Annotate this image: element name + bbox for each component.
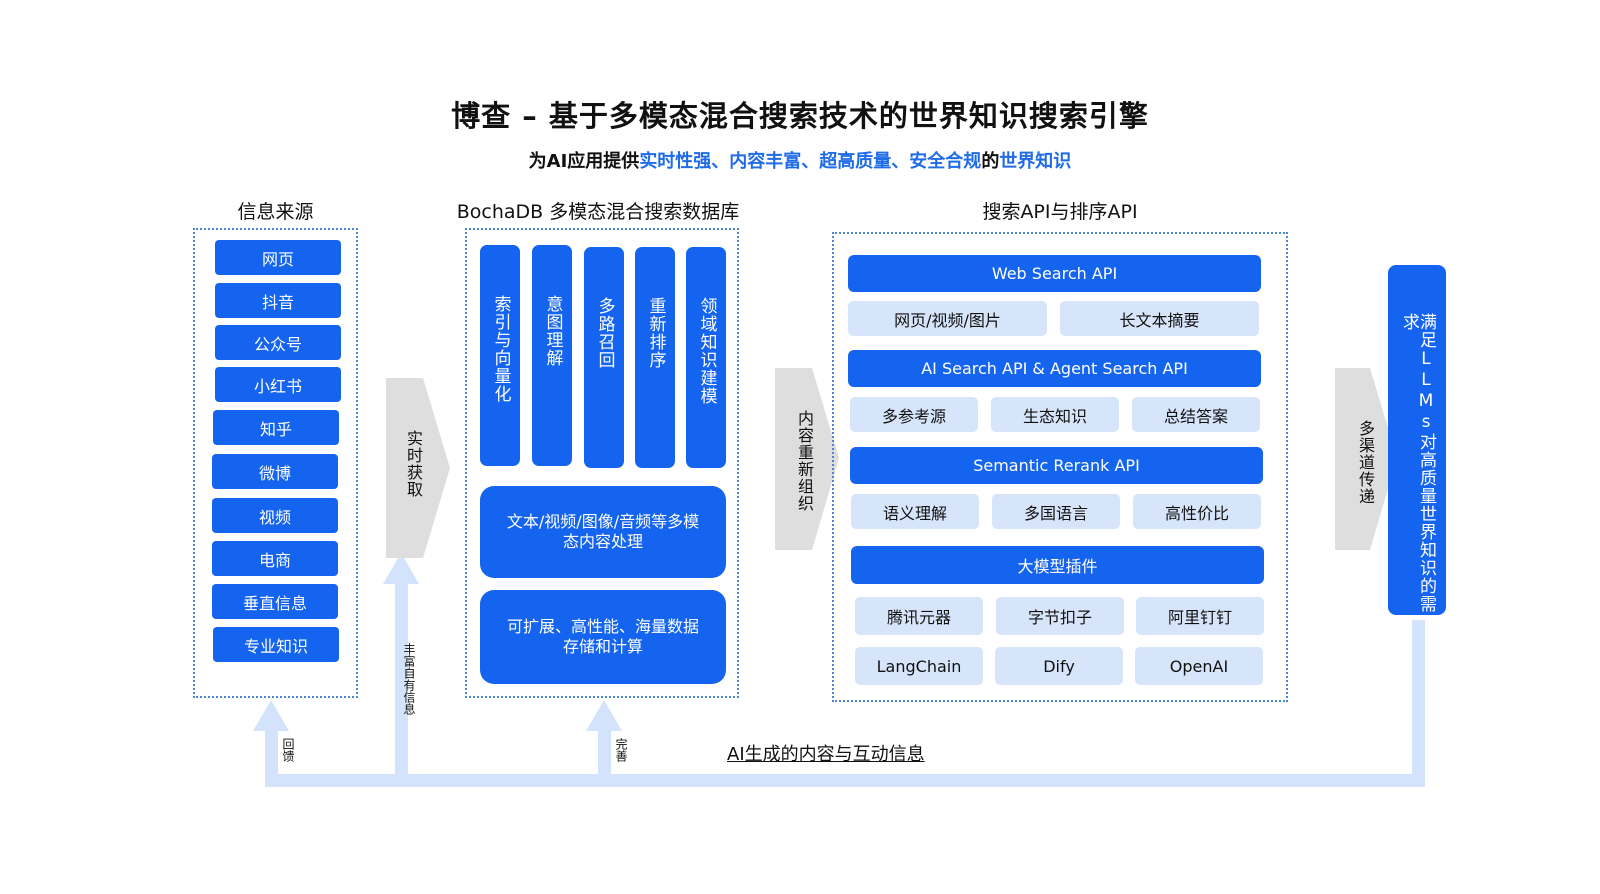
sources-panel bbox=[193, 228, 358, 698]
subtitle-end: 世界知识 bbox=[999, 151, 1072, 172]
multichannel-arrow-shape bbox=[1335, 368, 1397, 550]
rerank-item-semantic[interactable]: 语义理解 bbox=[851, 494, 979, 529]
web-search-api[interactable]: Web Search API bbox=[848, 255, 1261, 292]
enrich-arrowhead bbox=[383, 553, 419, 584]
db-column-domain[interactable]: 领域知识建模 bbox=[686, 247, 726, 468]
plugin-ali-dingtalk[interactable]: 阿里钉钉 bbox=[1136, 597, 1264, 635]
improve-riser bbox=[598, 728, 611, 787]
db-column-label: 多路召回 bbox=[594, 297, 615, 369]
bottom-flow-line bbox=[265, 774, 1425, 787]
source-item-video[interactable]: 视频 bbox=[212, 498, 338, 533]
ai-item-answer[interactable]: 总结答案 bbox=[1132, 397, 1260, 432]
llm-plugins-header[interactable]: 大模型插件 bbox=[851, 546, 1264, 584]
db-storage-block[interactable]: 可扩展、高性能、海量数据存储和计算 bbox=[480, 590, 726, 684]
rerank-item-multilingual[interactable]: 多国语言 bbox=[992, 494, 1120, 529]
right-flow-riser bbox=[1412, 620, 1425, 787]
llm-needs-bar: 满足LLMs对高质量世界知识的需求 bbox=[1388, 265, 1446, 615]
source-item-douyin[interactable]: 抖音 bbox=[215, 283, 341, 318]
plugin-dify[interactable]: Dify bbox=[995, 647, 1123, 685]
source-item-wechat[interactable]: 公众号 bbox=[215, 325, 341, 360]
db-heading: BochaDB 多模态混合搜索数据库 bbox=[456, 201, 740, 223]
improve-arrowhead bbox=[586, 700, 622, 731]
source-item-ecommerce[interactable]: 电商 bbox=[212, 541, 338, 576]
plugin-openai[interactable]: OpenAI bbox=[1135, 647, 1263, 685]
api-heading: 搜索API与排序API bbox=[982, 201, 1138, 223]
plugin-tencent-yuanqi[interactable]: 腾讯元器 bbox=[855, 597, 983, 635]
enrich-label: 丰富自有信息 bbox=[402, 643, 416, 715]
api-panel bbox=[832, 232, 1288, 702]
db-column-rerank[interactable]: 重新排序 bbox=[635, 247, 675, 468]
subtitle-mid: 的 bbox=[981, 151, 1000, 172]
enrich-riser bbox=[395, 582, 408, 774]
source-item-vertical[interactable]: 垂直信息 bbox=[212, 584, 338, 619]
rerank-item-costeffective[interactable]: 高性价比 bbox=[1133, 494, 1261, 529]
subtitle-prefix: 为AI应用提供 bbox=[528, 151, 640, 172]
ai-search-api[interactable]: AI Search API & Agent Search API bbox=[848, 350, 1261, 387]
db-multimodal-block[interactable]: 文本/视频/图像/音频等多模态内容处理 bbox=[480, 486, 726, 578]
plugin-bytedance-coze[interactable]: 字节扣子 bbox=[996, 597, 1124, 635]
subtitle-highlights: 实时性强、内容丰富、超高质量、安全合规 bbox=[639, 151, 982, 172]
multichannel-label: 多渠道传递 bbox=[1356, 420, 1375, 505]
feedback-label: 回馈 bbox=[281, 738, 295, 762]
db-column-label: 领域知识建模 bbox=[696, 297, 717, 405]
page-title: 博查 – 基于多模态混合搜索技术的世界知识搜索引擎 bbox=[451, 99, 1149, 133]
semantic-rerank-api[interactable]: Semantic Rerank API bbox=[850, 447, 1263, 484]
page-subtitle: 为AI应用提供实时性强、内容丰富、超高质量、安全合规的世界知识 bbox=[0, 147, 1600, 173]
web-item-summary[interactable]: 长文本摘要 bbox=[1060, 301, 1259, 336]
source-item-weibo[interactable]: 微博 bbox=[212, 454, 338, 489]
source-item-zhihu[interactable]: 知乎 bbox=[213, 410, 339, 445]
source-item-web[interactable]: 网页 bbox=[215, 240, 341, 275]
source-item-xiaohongshu[interactable]: 小红书 bbox=[215, 367, 341, 402]
reorganize-arrow-shape bbox=[775, 368, 839, 550]
realtime-label: 实时获取 bbox=[404, 430, 423, 498]
source-item-professional[interactable]: 专业知识 bbox=[213, 627, 339, 662]
feedback-riser bbox=[265, 728, 278, 787]
reorganize-label: 内容重新组织 bbox=[795, 410, 814, 512]
ai-item-references[interactable]: 多参考源 bbox=[850, 397, 978, 432]
db-column-label: 索引与向量化 bbox=[490, 295, 511, 403]
bottom-flow-label: AI生成的内容与互动信息 bbox=[727, 744, 925, 765]
realtime-arrow-shape bbox=[386, 378, 450, 558]
improve-label: 完善 bbox=[614, 738, 628, 762]
feedback-arrowhead bbox=[253, 700, 289, 731]
plugin-langchain[interactable]: LangChain bbox=[855, 647, 983, 685]
db-panel bbox=[465, 228, 739, 698]
db-column-label: 意图理解 bbox=[542, 295, 563, 367]
db-column-intent[interactable]: 意图理解 bbox=[532, 245, 572, 466]
ai-item-ecosystem[interactable]: 生态知识 bbox=[991, 397, 1119, 432]
db-column-label: 重新排序 bbox=[645, 297, 666, 369]
sources-heading: 信息来源 bbox=[237, 201, 314, 223]
web-item-media[interactable]: 网页/视频/图片 bbox=[848, 301, 1047, 336]
db-column-indexing[interactable]: 索引与向量化 bbox=[480, 245, 520, 466]
llm-needs-label: 满足LLMs对高质量世界知识的需求 bbox=[1399, 313, 1436, 613]
db-column-recall[interactable]: 多路召回 bbox=[584, 247, 624, 468]
